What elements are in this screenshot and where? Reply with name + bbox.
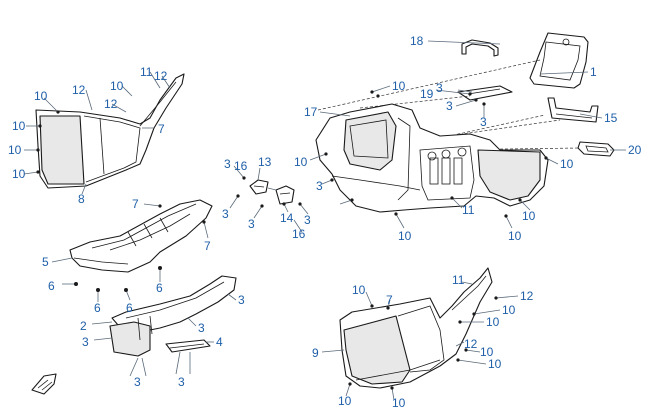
callout-10: 10: [392, 396, 406, 410]
callout-11: 11: [140, 65, 153, 79]
part-13-clip[interactable]: [249, 179, 269, 195]
callout-7: 7: [132, 197, 139, 211]
callout-3: 3: [248, 217, 255, 231]
callout-4: 4: [216, 335, 223, 349]
callout-3: 3: [82, 335, 89, 349]
arrow-indicator-icon: [31, 373, 57, 395]
callout-3: 3: [238, 293, 245, 307]
callout-10: 10: [294, 155, 308, 169]
leader-lines: [23, 40, 626, 401]
callout-3: 3: [178, 375, 185, 389]
part-1-rear-cover[interactable]: [529, 32, 589, 89]
callout-3: 3: [446, 99, 453, 113]
callout-7: 7: [158, 122, 165, 136]
part-17-main-rear-body[interactable]: [315, 103, 549, 213]
callout-10: 10: [12, 119, 26, 133]
fastener-dots: [36, 90, 548, 390]
callout-3: 3: [134, 375, 141, 389]
callout-10: 10: [398, 229, 412, 243]
part-4-plate[interactable]: [165, 339, 211, 353]
part-20-reflector[interactable]: [577, 141, 615, 157]
part-18-grab-handle[interactable]: [461, 39, 499, 57]
callout-10: 10: [12, 167, 26, 181]
callout-16: 16: [234, 159, 248, 173]
callout-10: 10: [486, 315, 500, 329]
callout-20: 20: [628, 143, 642, 157]
callout-12: 12: [72, 83, 86, 97]
part-5-center-tunnel[interactable]: [69, 199, 213, 273]
callout-10: 10: [8, 143, 22, 157]
callout-17: 17: [304, 105, 318, 119]
callout-8: 8: [78, 192, 85, 206]
callout-3: 3: [222, 207, 229, 221]
part-8-left-side-panel[interactable]: [35, 73, 185, 189]
part-14-clip[interactable]: [275, 185, 295, 205]
callout-12: 12: [104, 97, 118, 111]
callout-10: 10: [110, 79, 124, 93]
callout-18: 18: [410, 34, 424, 48]
callout-3: 3: [480, 115, 487, 129]
callout-10: 10: [522, 209, 536, 223]
callout-1: 1: [590, 65, 597, 79]
callout-12: 12: [520, 289, 534, 303]
callout-6: 6: [126, 301, 133, 315]
callout-5: 5: [42, 255, 49, 269]
callout-10: 10: [480, 345, 494, 359]
callout-6: 6: [156, 281, 163, 295]
callout-9: 9: [312, 346, 319, 360]
callout-19: 19: [420, 87, 434, 101]
callout-3: 3: [224, 157, 231, 171]
callout-10: 10: [352, 283, 366, 297]
callout-10: 10: [392, 79, 406, 93]
callout-3: 3: [304, 213, 311, 227]
callout-3: 3: [436, 81, 443, 95]
callout-14: 14: [280, 211, 294, 225]
part-2-lower-tray[interactable]: [109, 275, 237, 357]
callout-10: 10: [338, 394, 352, 408]
callout-2: 2: [80, 319, 87, 333]
callout-15: 15: [604, 111, 618, 125]
callout-6: 6: [48, 279, 55, 293]
callout-3: 3: [316, 179, 323, 193]
part-19-bracket[interactable]: [457, 85, 513, 101]
callout-10: 10: [508, 229, 522, 243]
callout-7: 7: [386, 293, 393, 307]
callout-13: 13: [258, 155, 272, 169]
callout-labels: 18 1 19 3 3 3 15 20 10 17 10 3 10 11 10 …: [8, 34, 642, 410]
callout-10: 10: [488, 357, 502, 371]
callout-12: 12: [464, 337, 478, 351]
part-15-mount-bracket[interactable]: [547, 97, 599, 123]
callout-10: 10: [560, 157, 574, 171]
callout-10: 10: [34, 89, 48, 103]
callout-11: 11: [462, 203, 475, 217]
callout-6: 6: [94, 301, 101, 315]
callout-11: 11: [452, 273, 465, 287]
callout-7: 7: [204, 239, 211, 253]
callout-12: 12: [154, 69, 168, 83]
part-9-right-side-panel[interactable]: [339, 267, 493, 389]
callout-10: 10: [502, 303, 516, 317]
callout-16: 16: [292, 227, 306, 241]
callout-3: 3: [198, 321, 205, 335]
